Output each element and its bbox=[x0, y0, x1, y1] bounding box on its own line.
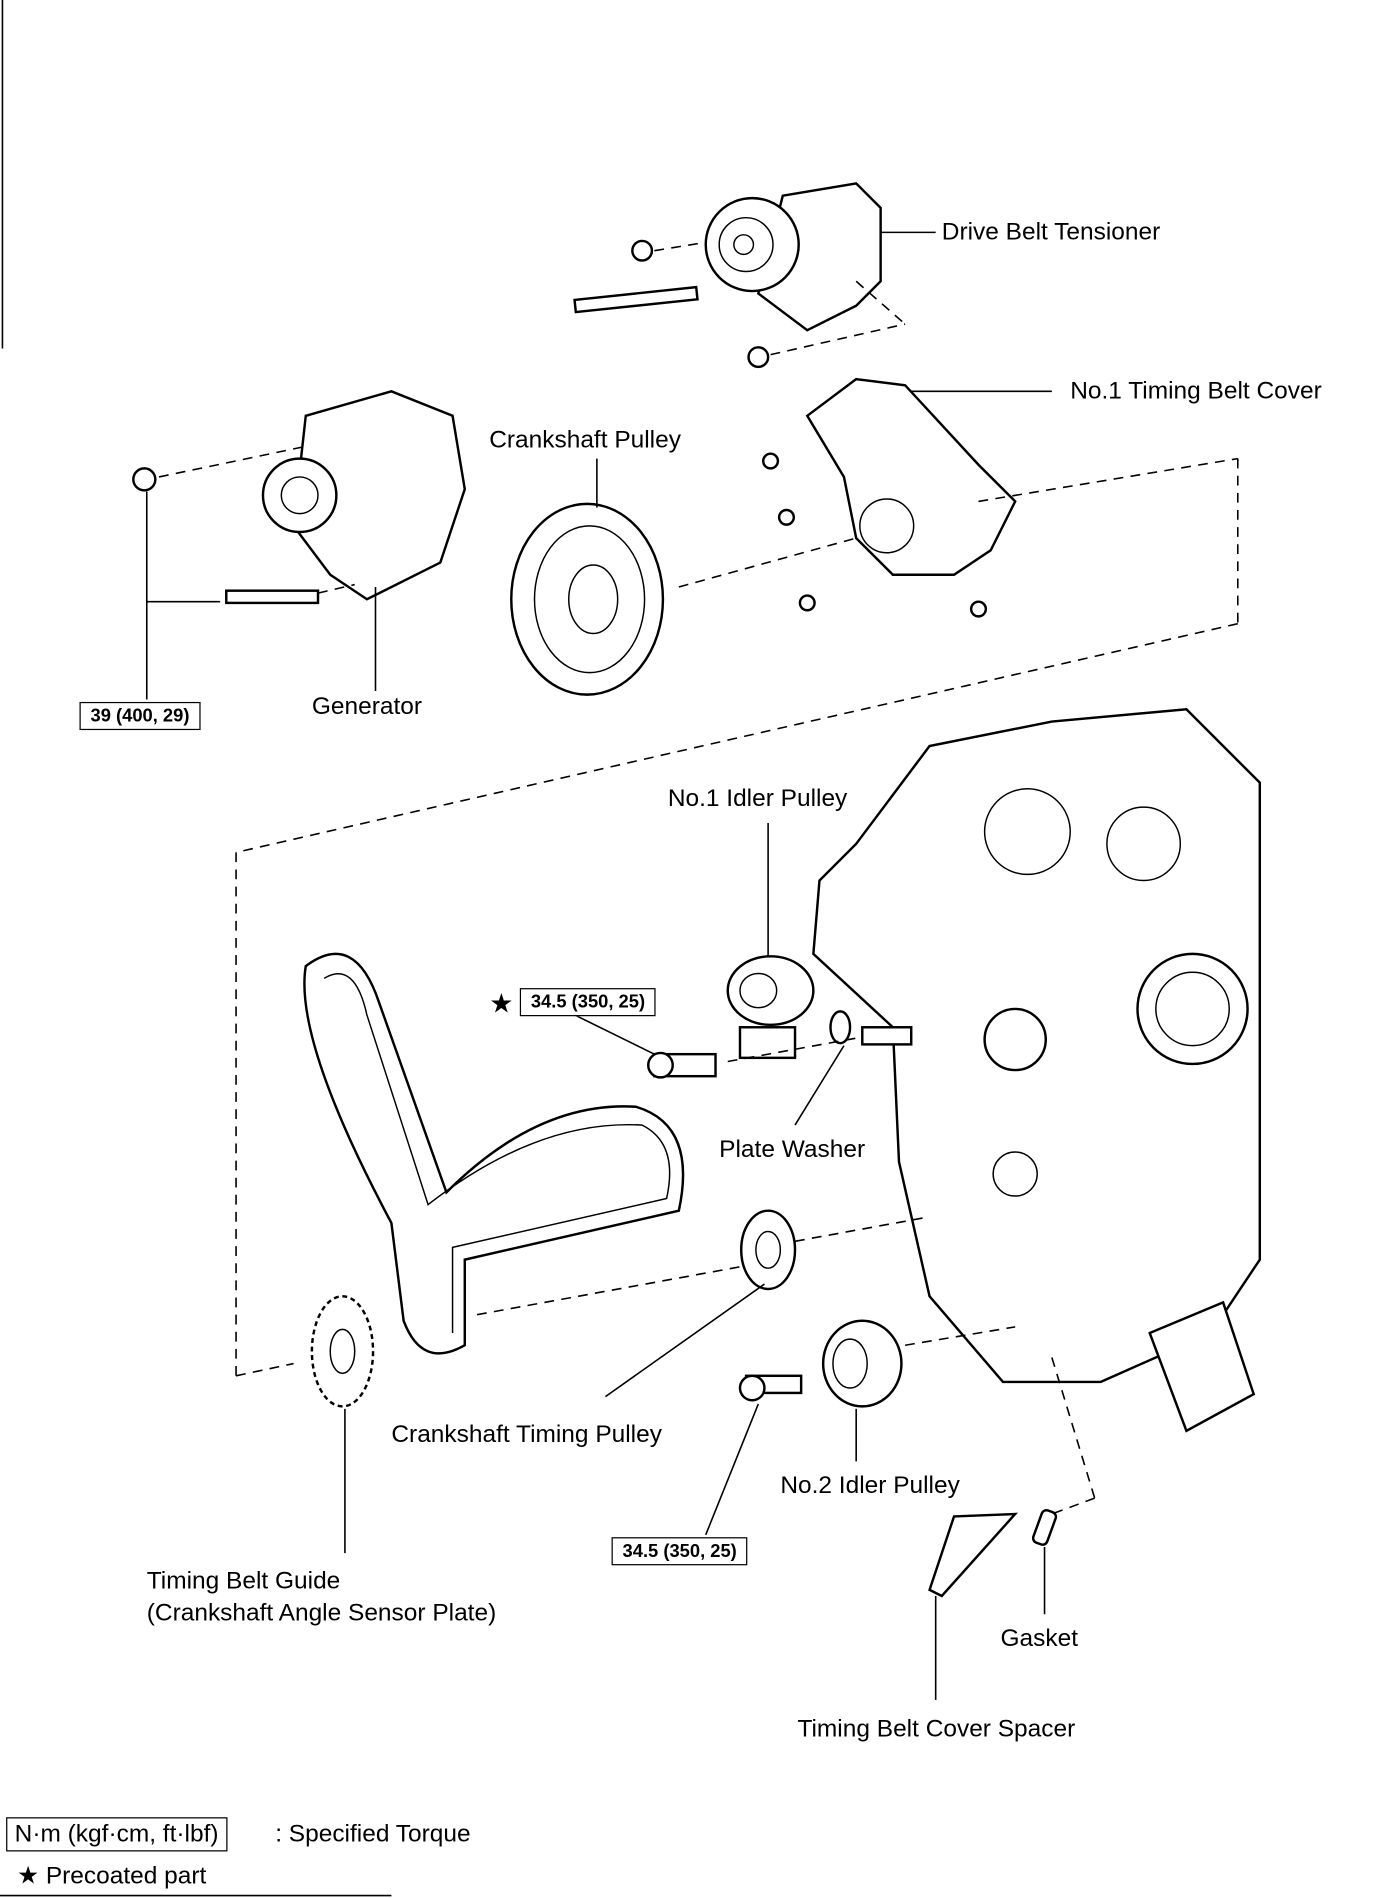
engine-block bbox=[812, 708, 1262, 1433]
gasket-part bbox=[1031, 1509, 1058, 1546]
torque-generator-bolt: 39 (400, 29) bbox=[79, 701, 201, 731]
generator-part bbox=[132, 390, 467, 605]
timing-belt-cover-part bbox=[761, 377, 1017, 618]
label-no2-idler-pulley: No.2 Idler Pulley bbox=[780, 1472, 960, 1500]
timing-belt-guide-part bbox=[310, 1295, 375, 1408]
label-drive-belt-tensioner: Drive Belt Tensioner bbox=[941, 218, 1161, 246]
label-no1-idler-pulley: No.1 Idler Pulley bbox=[667, 785, 848, 813]
label-crankshaft-pulley: Crankshaft Pulley bbox=[489, 426, 681, 454]
label-timing-belt-guide: Timing Belt Guide bbox=[146, 1567, 341, 1595]
timing-belt-cover-spacer-part bbox=[928, 1512, 1019, 1598]
label-timing-belt-guide-sub: (Crankshaft Angle Sensor Plate) bbox=[146, 1599, 497, 1627]
label-generator: Generator bbox=[311, 693, 423, 721]
legend-precoated: ★ Precoated part bbox=[17, 1862, 207, 1890]
plate-washer-part bbox=[829, 1010, 852, 1045]
label-plate-washer: Plate Washer bbox=[719, 1136, 866, 1163]
label-crankshaft-timing-pulley: Crankshaft Timing Pulley bbox=[391, 1421, 662, 1448]
timing-belt-part bbox=[303, 952, 685, 1355]
label-no1-timing-belt-cover: No.1 Timing Belt Cover bbox=[1070, 377, 1322, 405]
crankshaft-pulley-part bbox=[510, 502, 665, 696]
legend-torque-desc: : Specified Torque bbox=[275, 1820, 471, 1848]
torque-idler-bolt: 34.5 (350, 25) bbox=[519, 988, 657, 1017]
precoated-star-icon: ★ bbox=[489, 988, 514, 1019]
label-timing-belt-cover-spacer: Timing Belt Cover Spacer bbox=[797, 1715, 1076, 1743]
no2-idler-pulley-part bbox=[738, 1319, 903, 1408]
legend-torque-unit: N·m (kgf·cm, ft·lbf) bbox=[6, 1817, 228, 1852]
torque-no2-idler-bolt: 34.5 (350, 25) bbox=[611, 1537, 748, 1566]
drive-belt-tensioner-part bbox=[573, 182, 882, 369]
label-gasket: Gasket bbox=[1000, 1625, 1078, 1653]
crankshaft-timing-pulley-part bbox=[739, 1209, 797, 1291]
no1-idler-pulley-part bbox=[647, 955, 913, 1079]
